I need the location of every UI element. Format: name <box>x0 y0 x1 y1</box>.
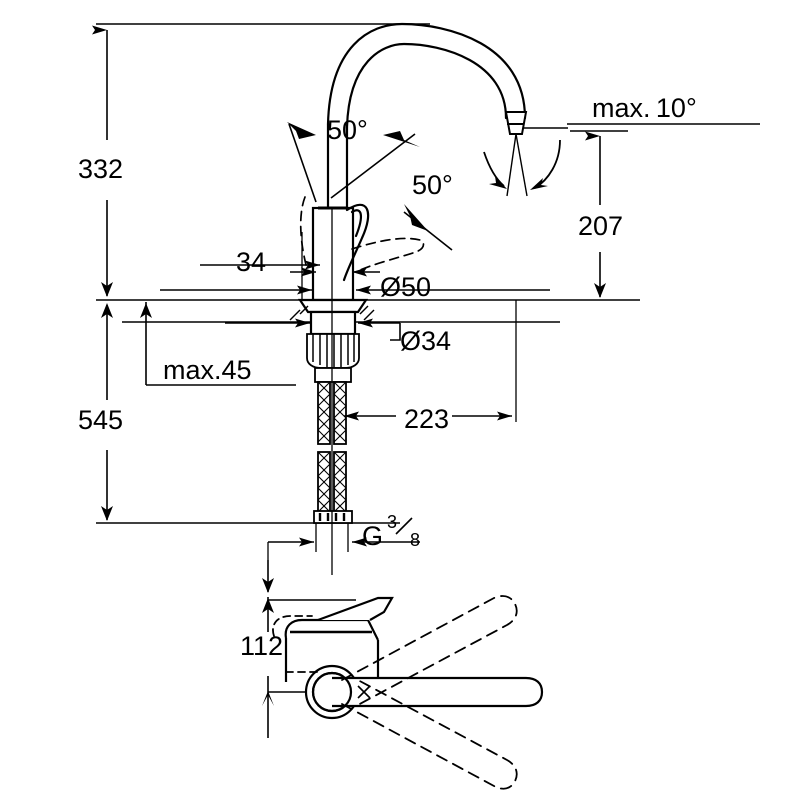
label-d34: Ø34 <box>400 326 451 356</box>
label-50-left: 50° <box>327 115 368 145</box>
tilt-axis-a <box>515 133 528 197</box>
dim-332 <box>92 25 113 297</box>
lever-hub-inner-2 <box>311 671 353 713</box>
spout-outline <box>326 22 527 129</box>
dim-d34-elbow <box>390 323 401 341</box>
hose-right-lower <box>333 451 347 515</box>
lever-ghost-down <box>341 678 518 790</box>
tilt-arrow-right <box>530 178 548 190</box>
body-rect <box>311 206 355 302</box>
label-d50: Ø50 <box>380 272 431 302</box>
dim-112-arrow-up <box>262 598 274 613</box>
lever-swivel-ghosts <box>272 595 518 790</box>
knurl-lines <box>312 334 355 367</box>
angle-right-ray <box>330 133 416 199</box>
label-207: 207 <box>578 211 623 241</box>
angle-50-right <box>330 131 453 251</box>
dim-d50 <box>160 267 550 295</box>
tilt-arrow-left <box>489 176 507 189</box>
label-34-clearance: 34 <box>236 247 266 277</box>
tilt-arrows <box>483 133 561 197</box>
lever-top-view <box>284 596 544 720</box>
label-max-45: max.45 <box>163 355 252 385</box>
label-g-letter: G <box>362 521 383 551</box>
flange-plate <box>297 298 369 314</box>
label-223: 223 <box>404 404 449 434</box>
tilt-arc-right <box>534 139 561 189</box>
spout-riser <box>326 124 349 208</box>
hub-crosshair <box>357 685 371 699</box>
threaded-shank <box>306 333 360 383</box>
lever-cap-outline <box>284 618 379 641</box>
dim-545-arrow-up <box>101 303 113 318</box>
dimension-labels: 332 50° 50° max. 10° 207 34 Ø50 Ø34 max.… <box>78 93 697 661</box>
angle-50-left <box>287 122 317 203</box>
lever-loop <box>342 203 370 282</box>
dim-d34 <box>225 305 401 341</box>
dim-g38-drop-arrow <box>262 578 274 593</box>
label-max-10: max. 10° <box>592 93 697 123</box>
flexible-hoses <box>313 381 353 524</box>
shank-collar <box>309 310 357 336</box>
angle-left-ray <box>288 123 317 203</box>
dim-207-arrow-down <box>594 283 606 298</box>
label-50-right: 50° <box>412 170 453 200</box>
hose-right-upper <box>333 381 347 445</box>
label-g-denominator: 8 <box>410 530 420 550</box>
label-545: 545 <box>78 405 123 435</box>
label-g-thread: G 3 8 <box>362 512 420 551</box>
angle-right-arrow <box>383 131 420 147</box>
section-hatch <box>289 305 375 321</box>
lever-ghost-right <box>351 237 425 273</box>
shank-base <box>314 367 352 383</box>
dim-112-arrow-down <box>262 691 274 706</box>
lever-loop-inner <box>350 209 362 238</box>
dim-g38 <box>262 523 420 593</box>
hose-end-fittings <box>313 510 353 524</box>
label-g-fraction-bar <box>395 517 413 535</box>
hose-left-lower <box>317 451 331 515</box>
lever-ghost-cap <box>272 615 313 637</box>
hose-left-upper <box>317 381 331 445</box>
dim-207 <box>585 131 606 298</box>
lock-nut-body <box>306 333 360 369</box>
lever-arm-solid <box>332 676 544 708</box>
mixer-body <box>311 206 355 302</box>
lever-wedge <box>317 596 394 622</box>
dim-332-arrow-down <box>101 282 113 297</box>
dim-max45 <box>140 302 296 386</box>
hose-braid-texture <box>317 381 347 513</box>
angle-left-arrow <box>287 122 316 139</box>
tilt-axis-b <box>506 133 517 197</box>
dim-545 <box>101 303 113 521</box>
deck-flange <box>297 298 369 336</box>
lever-handle <box>342 203 370 282</box>
lever-base-fill <box>286 635 378 682</box>
spout-inner-curve <box>345 42 508 129</box>
label-112: 112 <box>240 631 283 661</box>
lever-ghost-up <box>341 595 518 707</box>
dim-223 <box>344 300 517 422</box>
dim-max45-arrow <box>140 303 152 318</box>
dim-545-arrow-down <box>101 506 113 521</box>
label-g-numerator: 3 <box>387 512 397 532</box>
angle-right-arrow2 <box>404 204 428 231</box>
spout-outer-curve <box>326 22 527 126</box>
tilt-arc-left <box>483 151 505 187</box>
aerator <box>504 111 528 135</box>
label-332: 332 <box>78 154 123 184</box>
